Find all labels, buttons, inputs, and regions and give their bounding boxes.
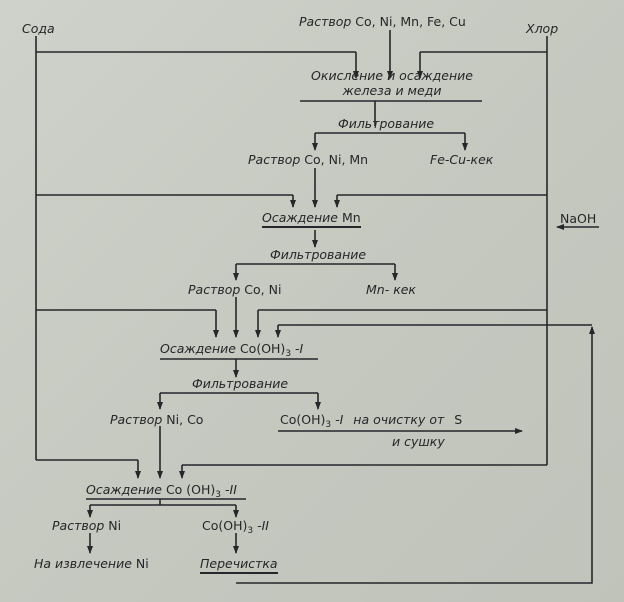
solution-ni-metal: Ni — [108, 518, 122, 533]
solution1-metals: Co, Ni, Mn — [304, 152, 369, 167]
solution3-metals: Ni, Co — [166, 412, 204, 427]
coh3-ii-sub: 3 — [215, 490, 222, 500]
feed-label: Раствор Co, Ni, Mn, Fe, Cu — [299, 15, 466, 29]
product-ii-sub: 3 — [247, 526, 254, 536]
repurification-label: Перечистка — [200, 557, 278, 574]
ni-recovery-metal: Ni — [135, 556, 149, 571]
product-ii-label: Co(OH)3 -II — [202, 519, 269, 538]
filtration3-label: Фильтрование — [191, 376, 289, 391]
product-ii-suffix: -II — [257, 518, 269, 533]
product-ii-chem: Co(OH) — [202, 518, 248, 533]
mn-precipitation-title: Осаждение Mn — [262, 211, 361, 228]
coh3-i-title: Осаждение Co(OH)3 -I — [160, 342, 303, 361]
fe-cu-cake-label: Fe-Cu-кек — [430, 152, 494, 167]
feed-prefix: Раствор — [299, 14, 352, 29]
solution1-label: Раствор Co, Ni, Mn — [248, 153, 368, 167]
coh3-ii-suffix: -II — [225, 482, 237, 497]
solution3-label: Раствор Ni, Co — [110, 413, 203, 427]
coh3-ii-prefix: Осаждение — [86, 482, 162, 497]
soda-label: Сода — [22, 21, 55, 36]
ni-recovery-label: На извлечение Ni — [34, 557, 149, 571]
coh3-ii-chem: Co (OH) — [165, 482, 216, 497]
solution2-prefix: Раствор — [188, 282, 241, 297]
product-i-suffix: -I — [335, 412, 344, 427]
solution3-prefix: Раствор — [110, 412, 163, 427]
solution1-prefix: Раствор — [248, 152, 301, 167]
coh3-i-prefix: Осаждение — [160, 341, 236, 356]
product-i-text: на очистку от — [353, 412, 445, 427]
product-i-s: S — [454, 412, 463, 427]
solution-ni-label: Раствор Ni — [52, 519, 121, 533]
chlorine-label: Хлор — [526, 21, 559, 36]
coh3-ii-title: Осаждение Co (OH)3 -II — [86, 483, 237, 502]
oxidation-line1: Окисление и осаждение — [311, 68, 473, 83]
solution2-label: Раствор Co, Ni — [188, 283, 281, 297]
coh3-i-chem: Co(OH) — [239, 341, 286, 356]
coh3-i-sub: 3 — [285, 349, 292, 359]
product-i-label: Co(OH)3 -I на очистку от S — [280, 413, 462, 432]
product-i-text2: и сушку — [392, 434, 445, 449]
mn-cake-label: Mn- кек — [366, 282, 416, 297]
feed-metals: Co, Ni, Mn, Fe, Cu — [355, 14, 466, 29]
coh3-i-suffix: -I — [295, 341, 304, 356]
naoh-label: NaOH — [560, 211, 597, 226]
mn-title-prefix: Осаждение — [262, 210, 338, 225]
mn-title-metal: Mn — [341, 210, 361, 225]
filtration1-label: Фильтрование — [337, 116, 435, 131]
recycle-loop-arrow — [236, 326, 595, 584]
ni-recovery-prefix: На извлечение — [34, 556, 132, 571]
oxidation-line2: железа и меди — [342, 83, 442, 98]
solution2-metals: Co, Ni — [244, 282, 282, 297]
product-i-chem: Co(OH) — [280, 412, 326, 427]
filtration2-label: Фильтрование — [269, 247, 367, 262]
solution-ni-prefix: Раствор — [52, 518, 105, 533]
product-i-sub: 3 — [325, 420, 332, 430]
